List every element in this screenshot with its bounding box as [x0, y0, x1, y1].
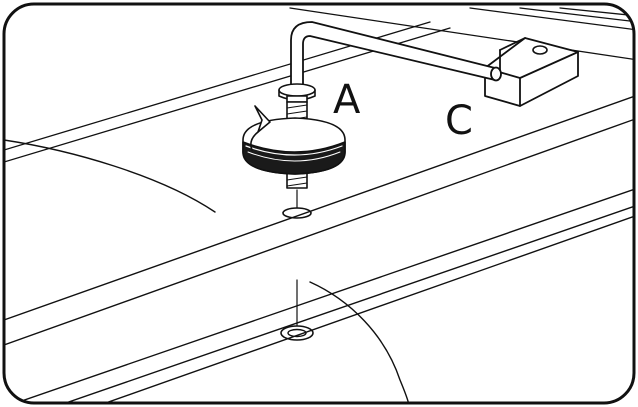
rail-line-4 [559, 7, 634, 17]
plank-edge-bottom-inner2 [99, 214, 634, 403]
plank-edge-bottom [9, 187, 634, 403]
label-a: A [333, 77, 361, 123]
plank-edge-bottom-inner [59, 204, 634, 403]
mounting-hole-lower-outer [280, 325, 314, 341]
mounting-hole-lower-inner [287, 328, 307, 338]
plank-edge-front [4, 94, 634, 321]
rail-line-2 [469, 7, 634, 31]
rail-line-3 [519, 7, 634, 23]
label-c: C [445, 98, 473, 144]
l-rod [290, 21, 502, 96]
rail-line-1 [289, 7, 634, 61]
lower-disc-edge [309, 281, 410, 403]
upper-disc-edge [4, 139, 216, 213]
plank-edge-front-lower [4, 117, 634, 346]
rotation-arrow [242, 105, 346, 175]
